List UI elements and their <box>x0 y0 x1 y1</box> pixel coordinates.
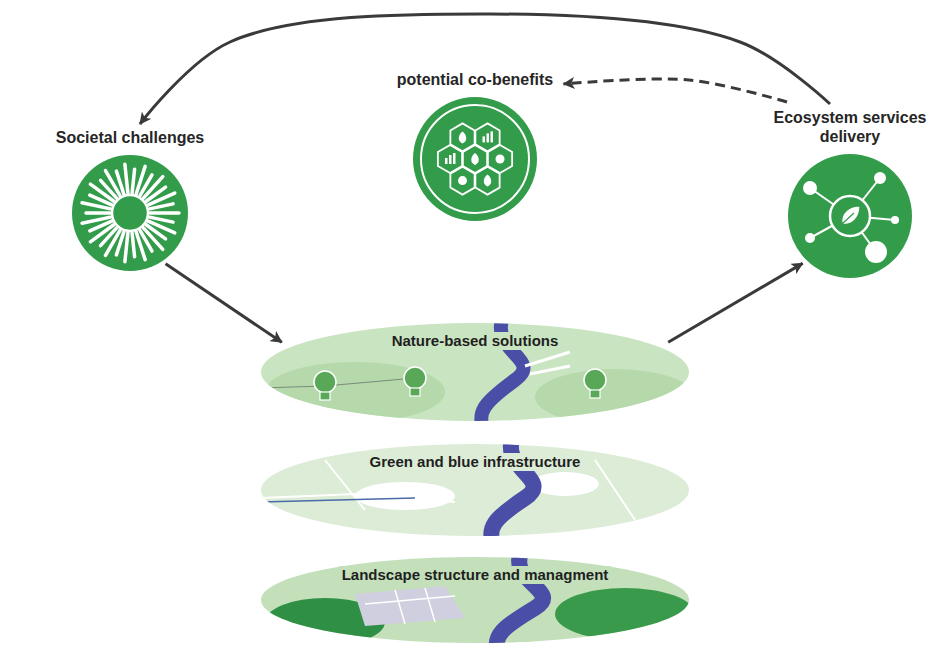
theme-icon <box>82 164 179 261</box>
circle-fill <box>788 154 912 278</box>
network-dot <box>865 241 887 263</box>
layer-ellipse: Nature-based solutions <box>260 322 690 422</box>
landscape-illustration <box>265 556 690 644</box>
sun-core <box>112 195 148 231</box>
sun-ray <box>125 233 128 262</box>
landscape-illustration <box>260 322 690 422</box>
theme-icon <box>803 172 899 263</box>
stream <box>260 498 415 502</box>
landscape-illustration <box>260 443 635 537</box>
sun-ray <box>132 169 135 193</box>
field-patch <box>265 362 445 422</box>
street <box>365 588 455 624</box>
network-dot <box>803 181 817 195</box>
sun-ray <box>150 204 173 209</box>
lightbulb-symbol <box>584 369 606 398</box>
layer-ellipse: Green and blue infrastructure <box>260 443 690 537</box>
theme-title: Ecosystem services delivery <box>765 108 935 146</box>
lightbulb-symbol <box>314 371 336 400</box>
theme-circle: Ecosystem services delivery <box>763 108 937 280</box>
benefit-hexagon <box>450 123 474 151</box>
circle-shape <box>70 153 190 273</box>
sun-ray <box>116 171 123 194</box>
network-hub <box>830 196 870 236</box>
sun-ray <box>125 164 128 193</box>
network-dot <box>891 216 899 224</box>
circle-shape <box>786 152 914 280</box>
theme-circle: potential co-benefits <box>395 70 556 223</box>
field-patch <box>535 369 690 422</box>
layer-ellipse: Landscape structure and managment <box>260 556 690 644</box>
theme-title: potential co-benefits <box>397 70 553 89</box>
leaf-symbol <box>842 206 860 224</box>
icon-ring <box>421 105 529 213</box>
theme-icon <box>421 105 529 213</box>
layer-title: Landscape structure and managment <box>337 566 614 584</box>
network-dot <box>805 233 815 243</box>
sun-ray <box>132 233 135 257</box>
benefit-hexagon <box>475 123 499 151</box>
layer-title: Green and blue infrastructure <box>365 453 586 471</box>
sun-ray <box>136 232 145 260</box>
theme-circle: Societal challenges <box>54 128 207 273</box>
sun-ray <box>82 217 110 223</box>
flow-arrow <box>668 263 802 342</box>
circle-shape <box>411 95 539 223</box>
thin-line <box>260 378 415 388</box>
circle-fill <box>72 155 188 271</box>
theme-title: Societal challenges <box>56 128 205 147</box>
flow-arrow <box>166 264 282 342</box>
layer-title: Nature-based solutions <box>387 332 564 350</box>
sun-ray <box>86 211 110 215</box>
dashed-arrow <box>564 79 788 102</box>
lightbulb-symbol <box>404 367 426 396</box>
network-dot <box>874 172 886 184</box>
arrow-sign <box>525 352 570 374</box>
urban-area <box>355 586 465 626</box>
circle-fill <box>413 97 537 221</box>
sun-ray <box>150 211 179 215</box>
benefit-hexagon <box>450 167 474 195</box>
benefit-hexagon <box>475 167 499 195</box>
forest-patch <box>555 588 690 640</box>
ellipse-fill <box>261 444 689 536</box>
